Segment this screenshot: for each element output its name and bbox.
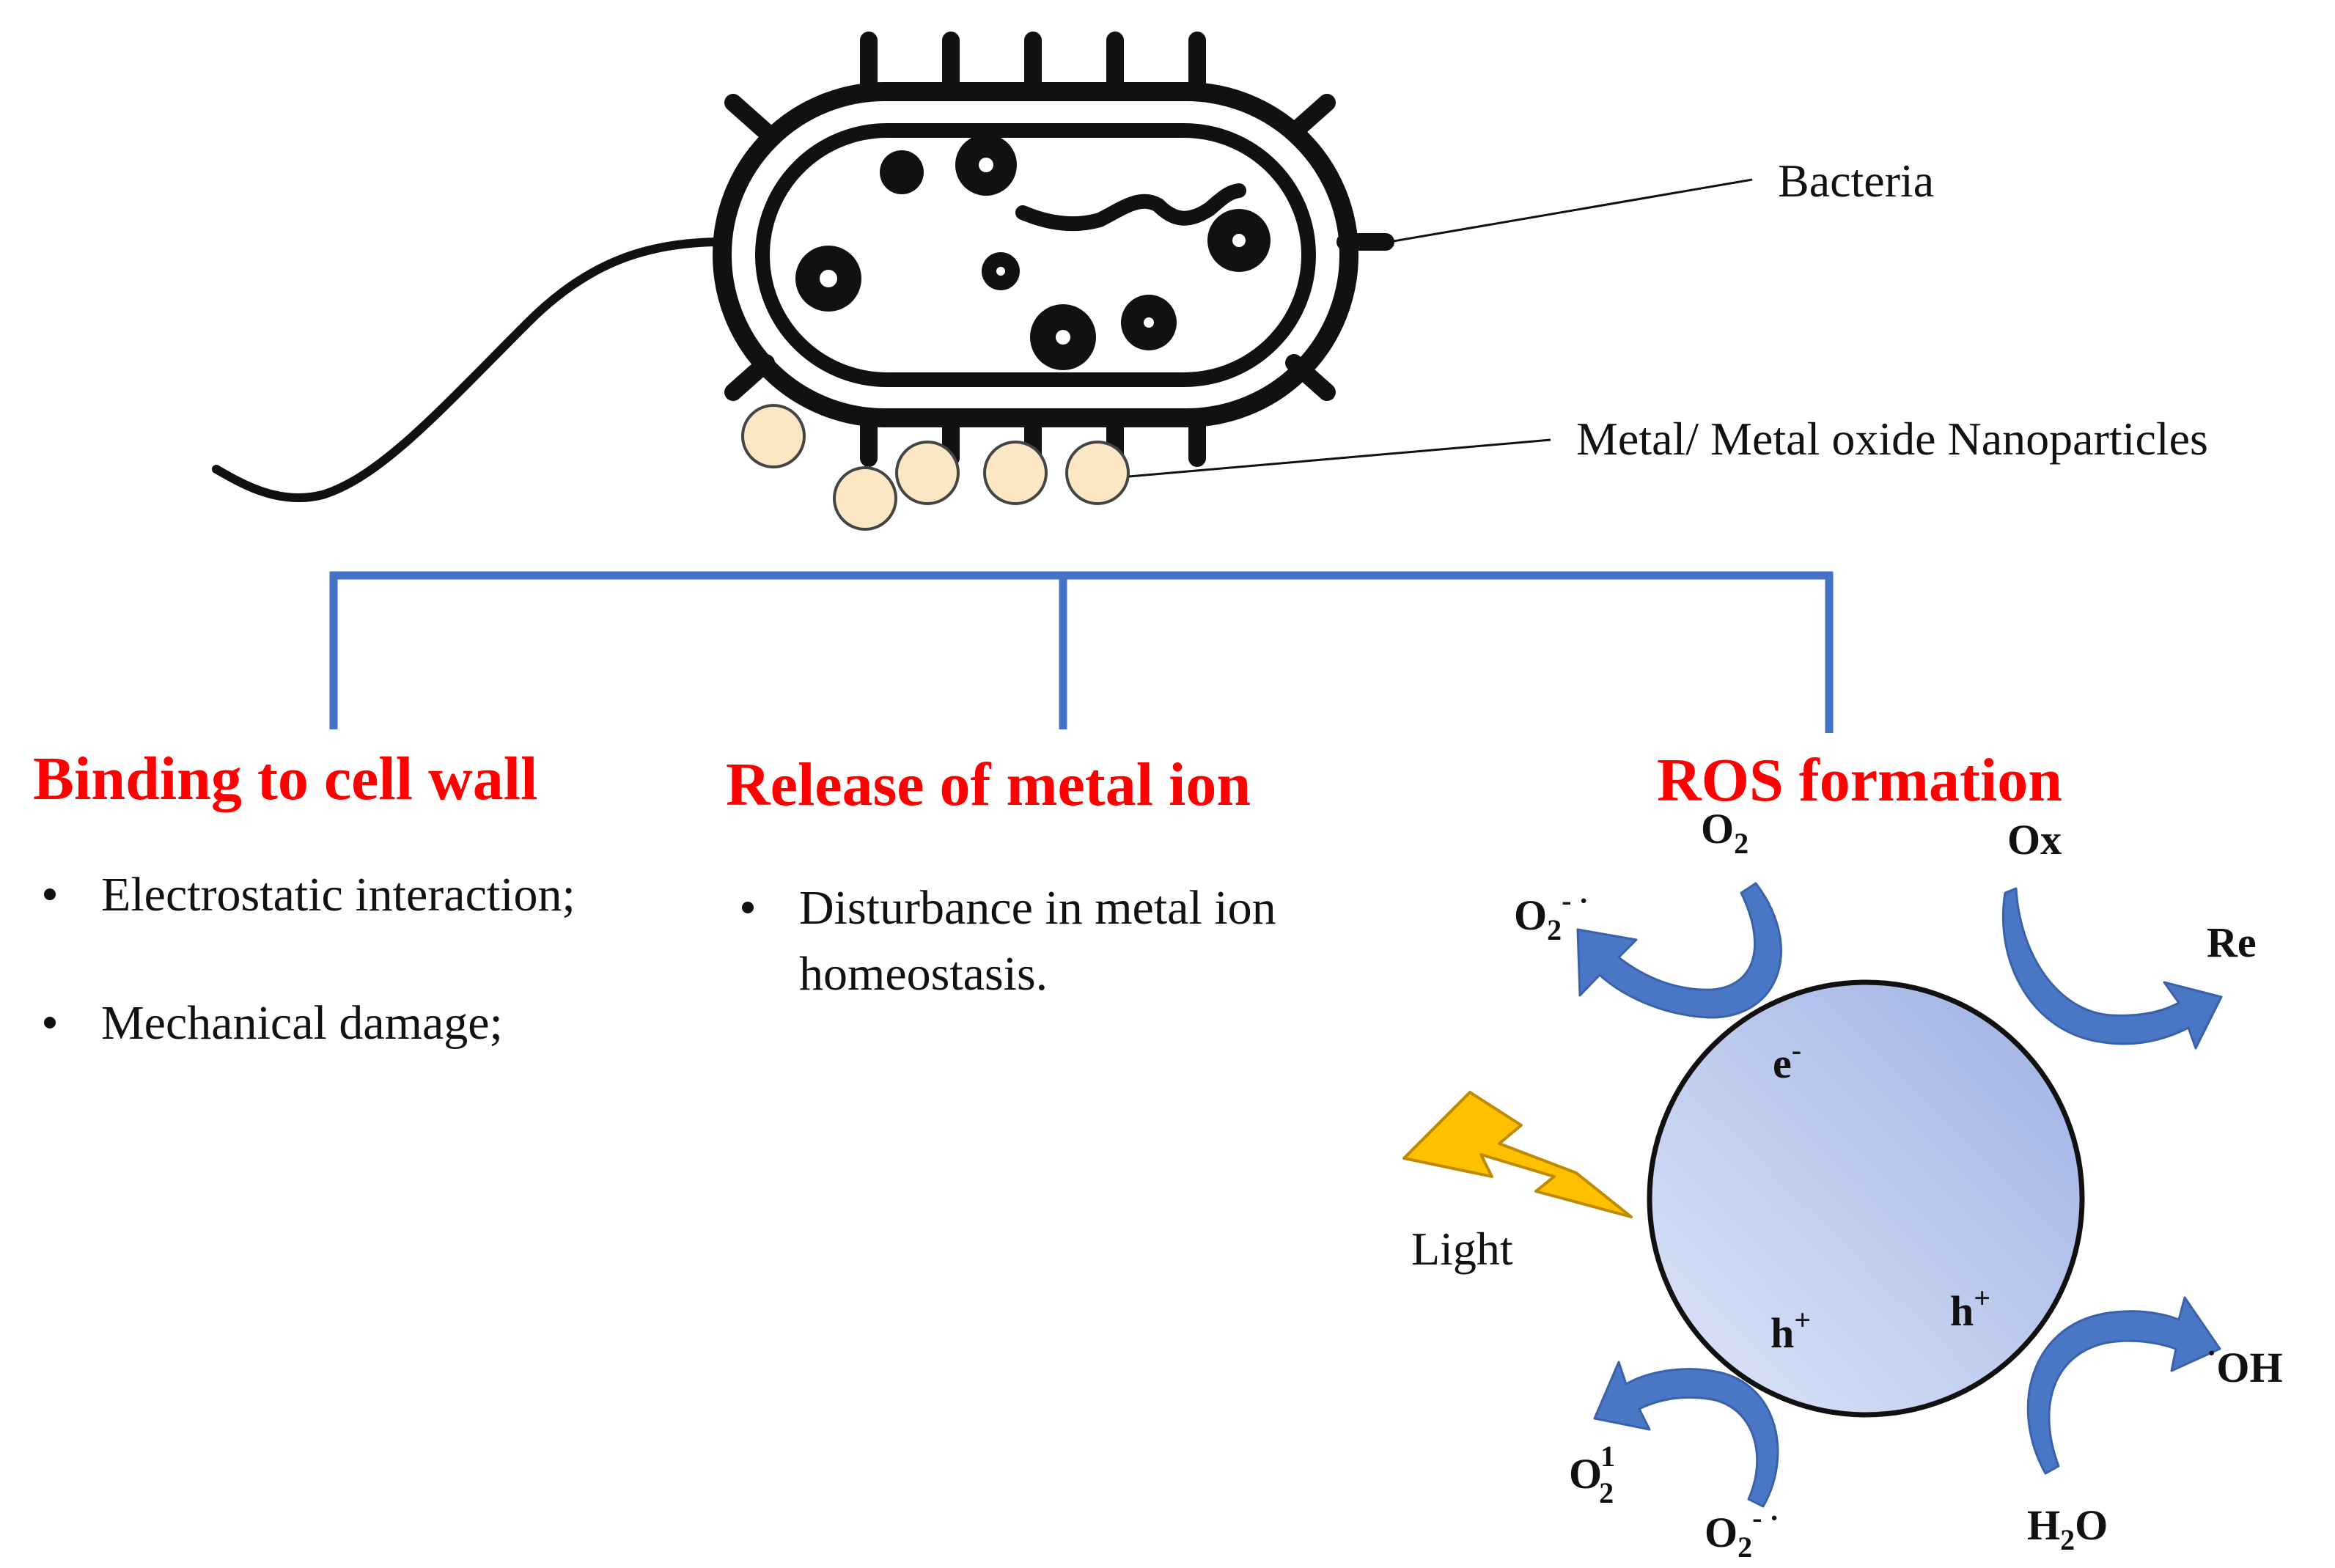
bullet-mechanical: Mechanical damage; (101, 996, 503, 1050)
cell-wall-outer (713, 82, 1358, 427)
nucleoid (1015, 183, 1246, 232)
label-electron: e- (1773, 1034, 1801, 1087)
arrow-superoxide-to-singlet (1593, 1361, 1779, 1508)
label-ox: Ox (2007, 816, 2062, 864)
label-hole-left: h+ (1770, 1303, 1811, 1357)
label-re: Re (2207, 919, 2257, 966)
bacteria-label: Bacteria (1778, 155, 1934, 207)
bullet-dot (44, 1017, 56, 1028)
nanoparticles-label: Metal/ Metal oxide Nanoparticles (1576, 413, 2208, 465)
cell-membrane-inner (755, 123, 1316, 387)
heading-binding-to-cell-wall: Binding to cell wall (33, 745, 537, 813)
label-water: H2O (2027, 1501, 2108, 1556)
light-label: Light (1411, 1223, 1513, 1275)
nanoparticle-leader-line (1128, 438, 1551, 478)
branch-bracket (329, 571, 1834, 733)
lightning-icon (1402, 1091, 1633, 1218)
bullet-electrostatic: Electrostatic interaction; (101, 868, 576, 921)
label-hole-right: h+ (1950, 1281, 1990, 1335)
label-superoxide-bottom: O2- · (1705, 1501, 1779, 1564)
bullet-disturbance-line1: Disturbance in metal ion (799, 881, 1276, 935)
photocatalyst-particle (1647, 979, 2085, 1418)
inclusion-bodies (795, 134, 1271, 370)
bullet-dot (44, 888, 56, 900)
arrow-o2-to-superoxide (1576, 882, 1782, 1019)
label-superoxide-top: O2- · (1514, 884, 1589, 946)
arrow-water-to-hydroxyl (2026, 1296, 2221, 1475)
bullet-list-binding: Electrostatic interaction; Mechanical da… (44, 868, 576, 1050)
heading-ros-formation: ROS formation (1657, 746, 2062, 814)
bullet-dot (742, 902, 754, 913)
ros-arrows (1576, 882, 2223, 1508)
label-hydroxyl: ·OH (2207, 1336, 2283, 1391)
bacteria-leader-line (1389, 178, 1753, 243)
label-o2-top: O2 (1701, 805, 1749, 860)
flagellum (212, 238, 727, 502)
bullet-list-release: Disturbance in metal ion homeostasis. (742, 881, 1276, 1001)
bullet-disturbance-line2: homeostasis. (799, 947, 1048, 1001)
nanoparticles (741, 404, 1130, 531)
heading-release-of-metal-ion: Release of metal ion (726, 751, 1251, 819)
arrow-ox-to-re (2001, 887, 2223, 1050)
